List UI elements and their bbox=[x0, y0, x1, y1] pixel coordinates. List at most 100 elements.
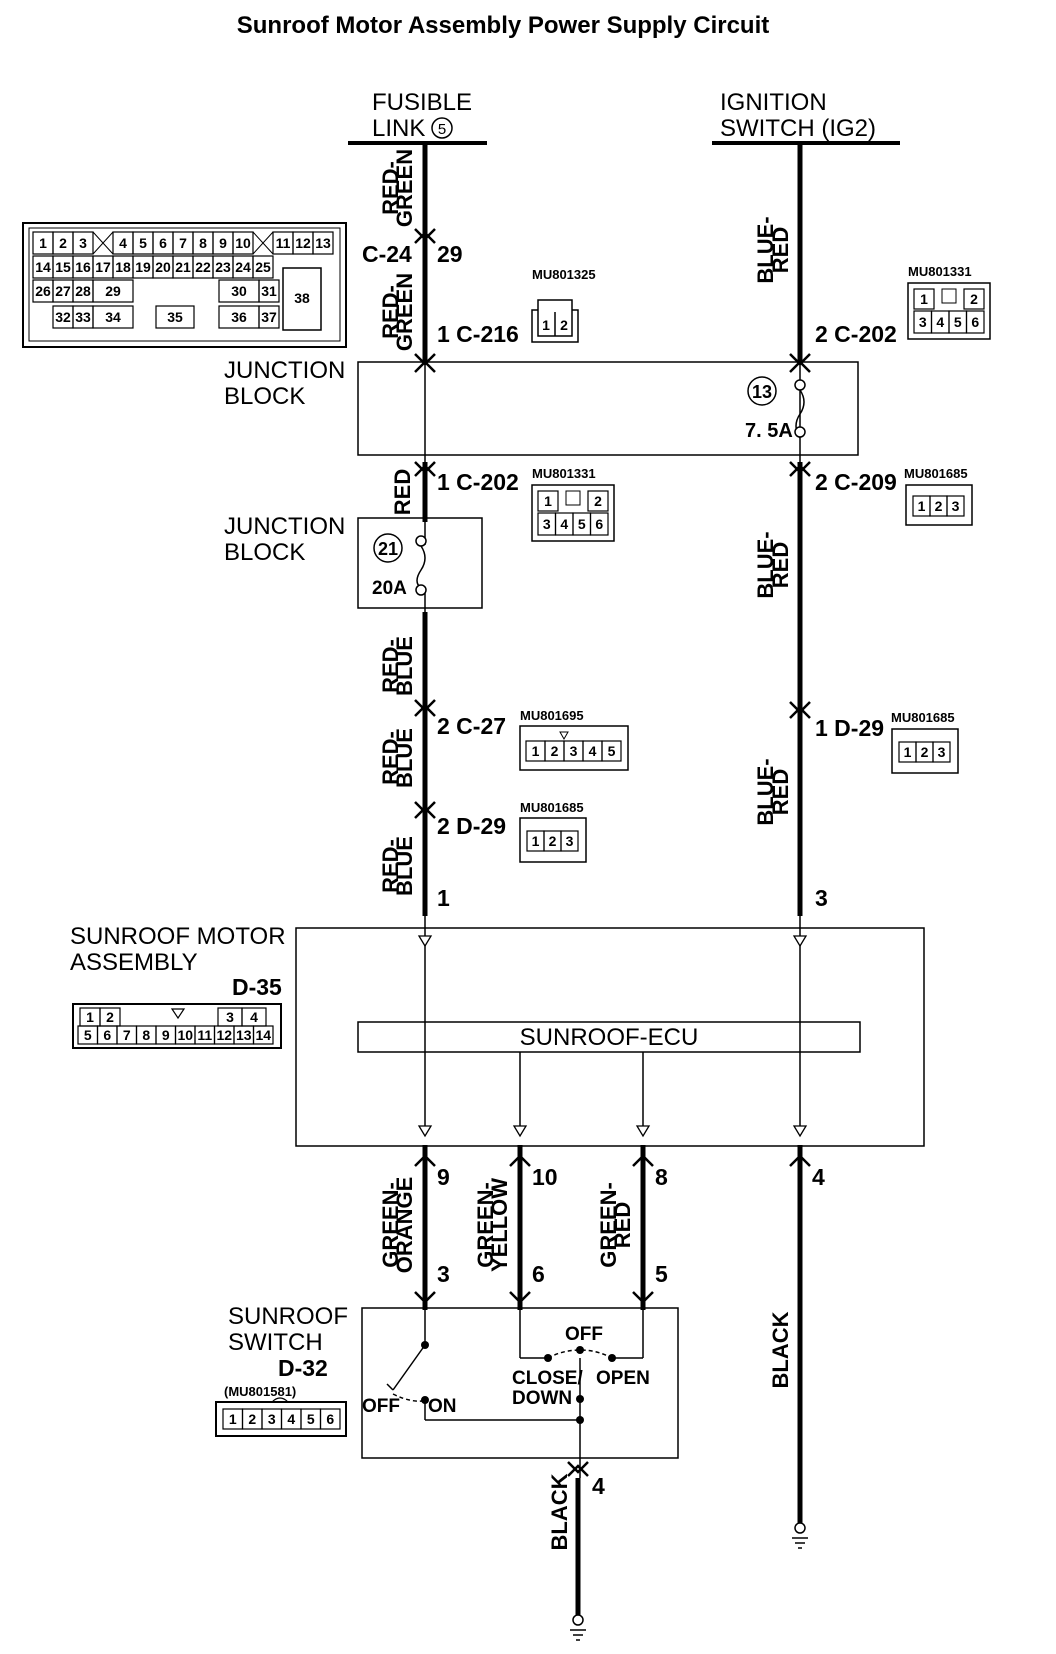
c202-cell-6-box bbox=[589, 512, 609, 536]
connector-key-notch bbox=[565, 490, 581, 506]
switch-contact-dots bbox=[421, 1341, 616, 1424]
wire-label-red: RED bbox=[390, 469, 415, 515]
c216-cell-2: 2 bbox=[560, 317, 568, 333]
pin-4: 4 bbox=[812, 1164, 825, 1190]
jb-cell-30: 30 bbox=[231, 283, 247, 299]
jb-cell-17: 17 bbox=[95, 259, 111, 275]
d35-cell-9: 9 bbox=[162, 1027, 170, 1043]
wire-label-blue-red-2b: RED bbox=[768, 542, 793, 588]
fuse-13-rating: 7. 5A bbox=[745, 420, 793, 442]
jb-cell-26: 26 bbox=[35, 283, 51, 299]
pin3-cell-3: 3 bbox=[952, 498, 960, 514]
junction-block-2-label-1: JUNCTION bbox=[224, 513, 345, 540]
wire-label-blue-red-2a: BLUE- bbox=[753, 531, 778, 598]
pin3-cell-1: 1 bbox=[532, 833, 540, 849]
pin-3: 3 bbox=[815, 885, 828, 911]
pin5-cell-5-box bbox=[601, 740, 622, 762]
pin-labels: 29 C-24 1 C-216 1 C-202 2 C-27 2 D-29 1 … bbox=[362, 241, 897, 1499]
c216-cell-1: 1 bbox=[542, 317, 550, 333]
switch-pin-5: 5 bbox=[655, 1261, 668, 1287]
c202-cell-2: 2 bbox=[970, 291, 978, 307]
fuse-21-rating: 20A bbox=[372, 578, 407, 599]
jb-cell-21: 21 bbox=[175, 259, 191, 275]
d35-cell-8: 8 bbox=[142, 1027, 150, 1043]
wire-label-green-red-a: GREEN- bbox=[596, 1182, 621, 1268]
sunroof-switch-label-2: SWITCH bbox=[228, 1329, 323, 1356]
d35-cell-13: 13 bbox=[236, 1027, 252, 1043]
jb-cell-32: 32 bbox=[55, 309, 71, 325]
connector-mu801331-b-label: MU801331 bbox=[532, 466, 596, 481]
jb-cell-37-box bbox=[258, 305, 280, 329]
wire-label-red-blue-3a: RED- bbox=[378, 839, 403, 893]
sunroof-switch-label-1: SUNROOF bbox=[228, 1303, 348, 1330]
pin5-cell-5: 5 bbox=[608, 743, 616, 759]
c202-cell-3: 3 bbox=[919, 314, 927, 330]
connector-mu801325-label: MU801325 bbox=[532, 267, 596, 282]
pin5-cell-4: 4 bbox=[589, 743, 597, 759]
sunroof-ecu-label: SUNROOF-ECU bbox=[520, 1024, 699, 1051]
junction-block-2-label-2: BLOCK bbox=[224, 539, 305, 566]
connector-mu801685-c-label: MU801685 bbox=[520, 800, 584, 815]
wire-label-red-blue-1a: RED- bbox=[378, 639, 403, 693]
connector-d29-right: 1 D-29 bbox=[815, 715, 884, 741]
wire-label-red-blue-3b: BLUE bbox=[392, 836, 417, 896]
switch-pin-4: 4 bbox=[592, 1473, 605, 1499]
c202-cell-1: 1 bbox=[544, 493, 552, 509]
ignition-label-1: IGNITION bbox=[720, 89, 827, 116]
fusible-link-label-1: FUSIBLE bbox=[372, 89, 472, 116]
junction-block-1-label-2: BLOCK bbox=[224, 383, 305, 410]
jb-cell-3: 3 bbox=[79, 235, 87, 251]
pin-10: 10 bbox=[532, 1164, 558, 1190]
connector-c209: 2 C-209 bbox=[815, 469, 897, 495]
connector-mu801325: MU801325 1 2 bbox=[531, 267, 596, 343]
pin3-cell-3-box bbox=[946, 495, 965, 517]
c202-cell-1-box bbox=[537, 490, 559, 512]
jb-cell-6: 6 bbox=[159, 235, 167, 251]
pin3-cell-2: 2 bbox=[935, 498, 943, 514]
pin5-cell-1: 1 bbox=[532, 743, 540, 759]
junction-block-1-label-1: JUNCTION bbox=[224, 357, 345, 384]
c202-cell-6-box bbox=[965, 310, 985, 334]
wire-labels: RED- GREEN RED- GREEN RED RED- BLUE RED-… bbox=[378, 149, 793, 1551]
jb-cell-16: 16 bbox=[75, 259, 91, 275]
ignition-label-2: SWITCH (IG2) bbox=[720, 115, 876, 142]
connector-c24: C-24 bbox=[362, 241, 412, 267]
switch-open: OPEN bbox=[596, 1368, 650, 1389]
connector-mu801685-b-label: MU801685 bbox=[891, 710, 955, 725]
jb-cell-10-box bbox=[232, 231, 254, 255]
jb-cell-37: 37 bbox=[261, 309, 277, 325]
jb-cell-34-box bbox=[92, 305, 134, 329]
jb-cell-28: 28 bbox=[75, 283, 91, 299]
d35-cell-7: 7 bbox=[123, 1027, 131, 1043]
motor-assembly-label-2: ASSEMBLY bbox=[70, 949, 198, 976]
jb-cell-15: 15 bbox=[55, 259, 71, 275]
connector-c27: 2 C-27 bbox=[437, 713, 506, 739]
fusible-link-label-2: LINK bbox=[372, 115, 425, 142]
jb-cell-8: 8 bbox=[199, 235, 207, 251]
switch-pin-6: 6 bbox=[532, 1261, 545, 1287]
jb-cell-31: 31 bbox=[261, 283, 277, 299]
d32-cell-3: 3 bbox=[268, 1411, 276, 1427]
switch-down: DOWN bbox=[512, 1388, 572, 1409]
fuse-13-number: 13 bbox=[752, 382, 772, 402]
pin3-cell-1: 1 bbox=[918, 498, 926, 514]
sunroof-motor-assembly-box bbox=[295, 927, 925, 1147]
d35-cell-6: 6 bbox=[103, 1027, 111, 1043]
c202-cell-1: 1 bbox=[920, 291, 928, 307]
ecu-internal-leads bbox=[519, 1052, 644, 1132]
sunroof-switch-box bbox=[361, 1307, 679, 1459]
jb-cell-9: 9 bbox=[219, 235, 227, 251]
wire-label-black-right: BLACK bbox=[768, 1311, 793, 1388]
pin3-cell-2: 2 bbox=[549, 833, 557, 849]
ground-symbol-right bbox=[792, 1522, 808, 1549]
switch-close: CLOSE/ bbox=[512, 1368, 583, 1389]
jb-cell-18: 18 bbox=[115, 259, 131, 275]
wire-label-red-green-1a: RED- bbox=[378, 161, 403, 215]
pin3-cell-3-box bbox=[932, 741, 951, 763]
jb-cell-11: 11 bbox=[276, 235, 291, 251]
jb-cell-20: 20 bbox=[155, 259, 171, 275]
